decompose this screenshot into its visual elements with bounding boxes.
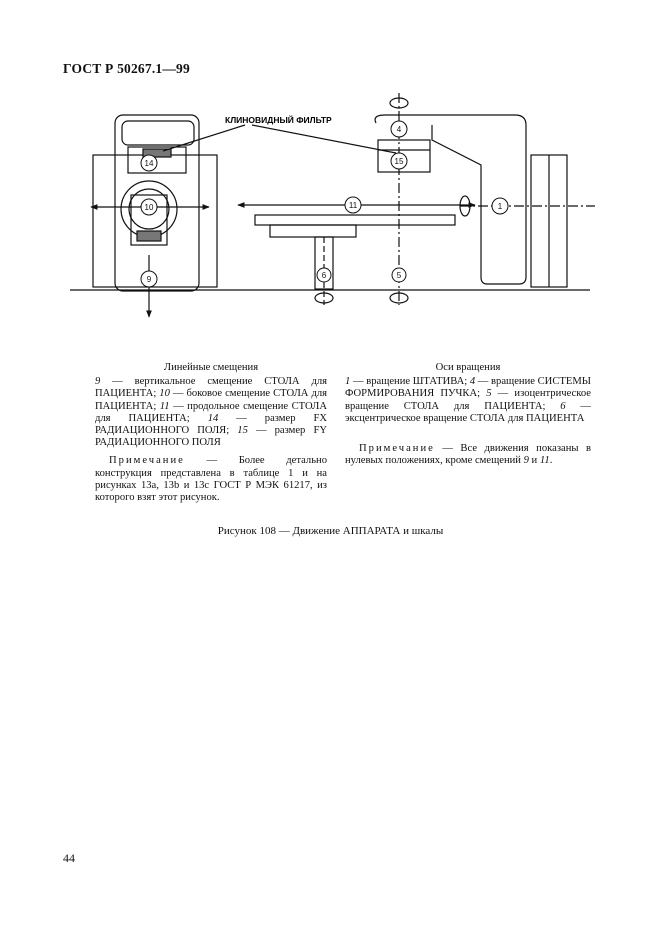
rotation-1-symbol — [459, 195, 471, 217]
marker-14: 14 — [145, 159, 154, 168]
table-base — [269, 224, 357, 238]
marker-6: 6 — [322, 271, 327, 280]
marker-10: 10 — [145, 203, 154, 212]
legend-title-rotation: Оси вращения — [435, 362, 501, 373]
right-gantry-arm — [374, 114, 527, 285]
marker-11: 11 — [349, 201, 358, 210]
filter-leader-left — [162, 124, 246, 152]
filter-leader-right — [251, 124, 397, 154]
left-collimator — [127, 146, 187, 174]
left-couch-section — [130, 194, 168, 246]
marker-4: 4 — [397, 125, 402, 134]
table-top — [254, 214, 456, 226]
marker-5: 5 — [397, 271, 402, 280]
marker-15: 15 — [395, 157, 404, 166]
figure-caption: Рисунок 108 — Движение АППАРАТА и шкалы — [217, 525, 444, 537]
rotation-5-symbol — [389, 292, 409, 304]
linear-items: 9 — вертикальное смещение СТОЛА для ПАЦИ… — [95, 376, 327, 449]
rotation-6-symbol — [314, 292, 334, 304]
right-collimator — [377, 139, 431, 173]
left-note: Примечание — Более детально конструкция … — [95, 455, 327, 504]
left-gantry-body — [114, 114, 200, 292]
page-number: 44 — [63, 851, 75, 865]
rotation-axes-legend: Оси вращения 1 — вращение ШТАТИВА; 4 — в… — [345, 362, 591, 467]
wedge-filter-label: КЛИНОВИДНЫЙ ФИЛЬТР — [225, 114, 332, 125]
marker-9: 9 — [147, 275, 152, 284]
wedge-filter-left — [142, 148, 172, 158]
apparatus-motion-figure: КЛИНОВИДНЫЙ ФИЛЬТР 14 10 9 4 15 11 1 6 5 — [70, 93, 595, 318]
document-header: ГОСТ Р 50267.1—99 — [63, 61, 190, 76]
legend-title-linear: Линейные смещения — [163, 362, 259, 373]
rotation-4-symbol — [389, 97, 409, 109]
rotation-items: 1 — вращение ШТАТИВА; 4 — вращение СИСТЕ… — [345, 376, 591, 424]
linear-displacements-legend: Линейные смещения 9 — вертикальное смеще… — [95, 362, 327, 504]
left-couch-top — [136, 230, 162, 242]
left-gantry-head — [121, 120, 195, 146]
marker-1: 1 — [498, 202, 503, 211]
right-note: Примечание — Все движения показаны в нул… — [345, 443, 591, 467]
